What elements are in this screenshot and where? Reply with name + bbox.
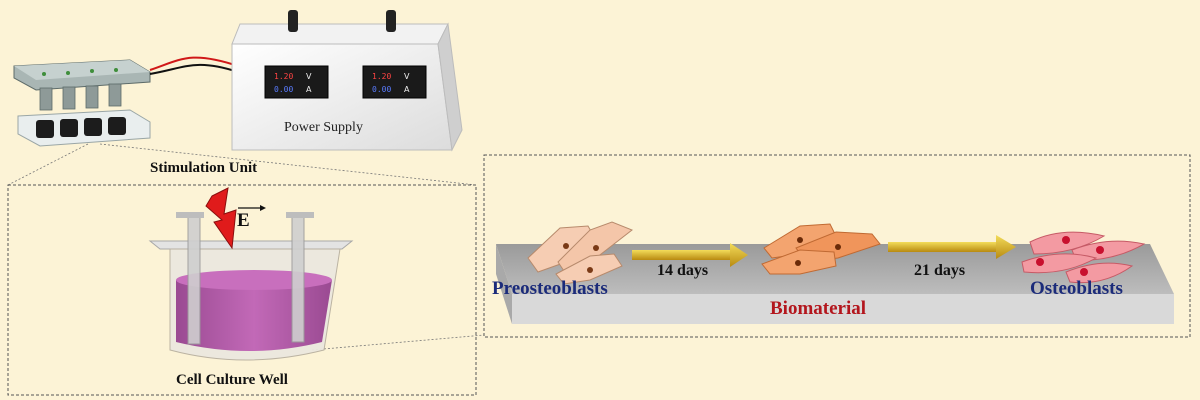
well-rim	[148, 240, 354, 250]
stimulation-unit-label: Stimulation Unit	[150, 160, 258, 176]
differentiating-cells	[761, 223, 881, 275]
cell-culture-well-label: Cell Culture Well	[176, 372, 288, 388]
slab-front	[512, 294, 1174, 324]
culture-well-frame	[7, 184, 477, 396]
meter-right-unit-bottom: A	[404, 85, 410, 94]
meter-right: 1.20 0.00 V A	[362, 65, 427, 99]
meter-right-unit-top: V	[404, 72, 410, 81]
cell	[555, 253, 623, 285]
arrow-step-1	[632, 243, 748, 267]
zoom-line-well	[311, 334, 485, 351]
electrode-plate-left	[187, 215, 201, 345]
knob-left	[288, 10, 298, 32]
arrow-step-2	[888, 235, 1016, 259]
power-supply-top	[231, 23, 449, 45]
stage-label-osteoblasts: Osteoblasts	[1030, 278, 1123, 299]
slab-left	[496, 244, 512, 324]
power-supply: 1.20 0.00 V A 1.20 0.00 V A	[231, 10, 463, 152]
cell	[1029, 231, 1106, 255]
wire-black	[149, 63, 239, 75]
electrode-plate-right	[291, 215, 305, 343]
power-supply-side	[437, 22, 463, 152]
knob-right	[386, 10, 396, 32]
meter-left-bottom: 0.00	[274, 85, 293, 94]
step-label-21-days: 21 days	[914, 262, 966, 279]
preosteoblast-cells	[527, 221, 633, 285]
electrode-dots	[42, 68, 118, 76]
electrode-lid-top	[14, 60, 150, 80]
electrode-pins	[39, 83, 122, 111]
electrode-tab-right	[286, 212, 314, 218]
zoom-line-right	[99, 143, 477, 186]
substrate-label: Biomaterial	[770, 298, 867, 319]
cell	[761, 249, 837, 275]
power-supply-label: Power Supply	[284, 120, 363, 135]
zoom-line-left	[7, 143, 89, 186]
meter-right-top: 1.20	[372, 72, 391, 81]
meter-left-unit-top: V	[306, 72, 312, 81]
stimulation-unit	[13, 59, 151, 147]
well-plate-wells	[36, 117, 126, 138]
wire-red	[149, 56, 239, 71]
step-label-14-days: 14 days	[657, 262, 709, 279]
meter-left-unit-bottom: A	[306, 85, 312, 94]
stage-label-preosteoblasts: Preosteoblasts	[492, 278, 608, 299]
process-frame	[483, 154, 1191, 338]
electrode-tab-left	[176, 212, 204, 218]
meter-right-bottom: 0.00	[372, 85, 391, 94]
field-symbol: E	[237, 210, 250, 231]
lightning-icon	[205, 187, 237, 250]
osteoblast-cells	[1021, 231, 1146, 284]
cell	[1065, 262, 1134, 284]
culture-well	[148, 212, 354, 361]
meter-left: 1.20 0.00 V A	[264, 65, 329, 99]
field-vector-head	[260, 205, 266, 211]
cell	[1021, 253, 1098, 274]
meter-left-top: 1.20	[274, 72, 293, 81]
